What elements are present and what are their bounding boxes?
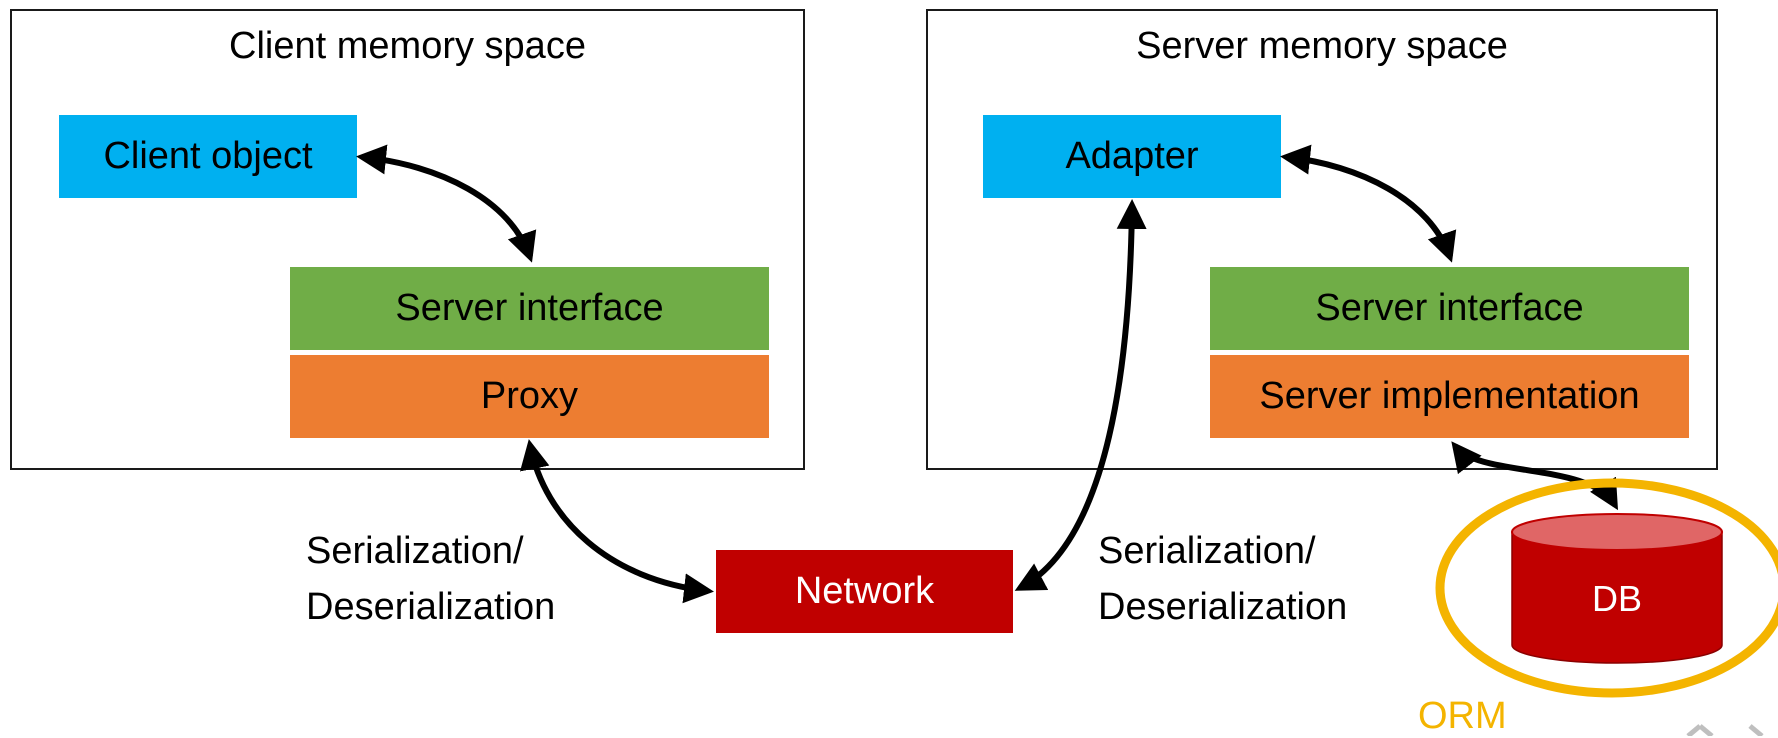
- client-panel-title: Client memory space: [229, 25, 586, 67]
- left-serialization-line2: Deserialization: [306, 586, 556, 628]
- db-cylinder-icon: [1511, 513, 1723, 664]
- client-object-interface-arrow: [356, 144, 537, 263]
- network-adapter-arrow: [1014, 199, 1147, 591]
- orm-label: ORM: [1418, 695, 1507, 737]
- adapter-interface-arrow: [1280, 144, 1457, 263]
- server-server-interface-box: Server interface: [1210, 267, 1689, 350]
- implementation-db-arrow: [1451, 441, 1619, 511]
- client-server-interface-box: Server interface: [290, 267, 769, 350]
- adapter-box: Adapter: [983, 115, 1281, 198]
- proxy-box: Proxy: [290, 355, 769, 438]
- db-label: DB: [1591, 578, 1642, 619]
- client-object-box: Client object: [59, 115, 357, 198]
- left-serialization-label: Serialization/ Deserialization: [306, 523, 555, 635]
- server-implementation-box: Server implementation: [1210, 355, 1689, 438]
- proxy-network-arrow: [520, 439, 714, 604]
- server-panel-title: Server memory space: [1136, 25, 1508, 67]
- nav-arrows-icon: [1686, 724, 1764, 736]
- left-serialization-line1: Serialization/: [306, 530, 524, 572]
- orm-highlight-ellipse: [1435, 478, 1778, 698]
- right-serialization-line2: Deserialization: [1098, 586, 1348, 628]
- network-box: Network: [716, 550, 1013, 633]
